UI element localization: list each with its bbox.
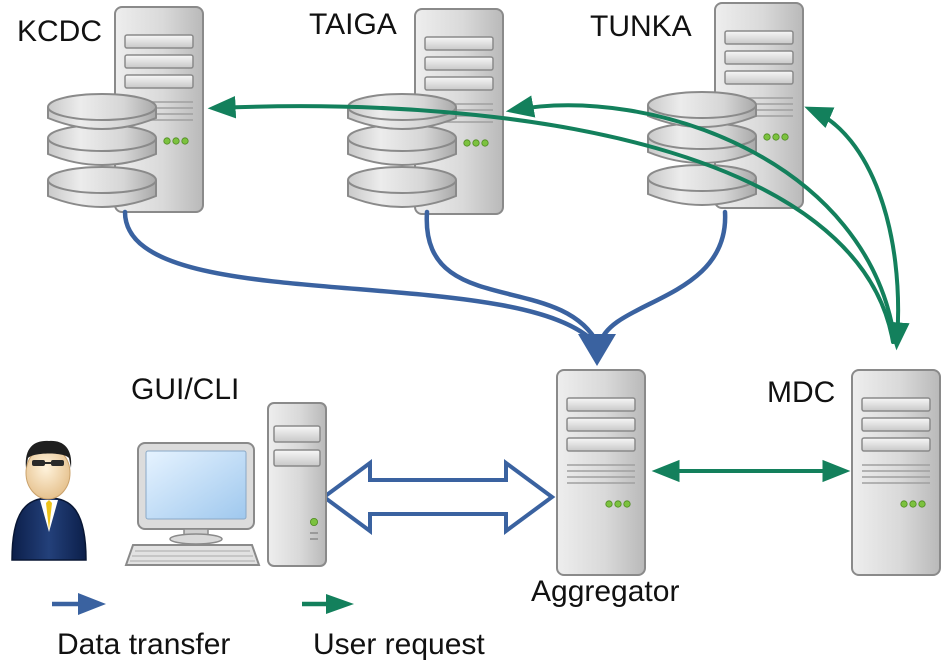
client-tower-icon <box>267 402 327 567</box>
data-transfer-links <box>122 209 728 347</box>
kcdc-label: KCDC <box>17 15 103 48</box>
monitor-icon <box>137 442 255 545</box>
user-icon <box>11 440 87 561</box>
user-request-links <box>207 95 910 351</box>
kcdc-to-aggregator-link <box>122 209 599 347</box>
mdc-server-icon <box>851 369 941 576</box>
gui-cli-label: GUI/CLI <box>131 373 240 406</box>
request-to-tunka-link <box>804 106 910 351</box>
keyboard-icon <box>124 544 261 566</box>
aggregator-server-icon <box>556 369 646 576</box>
legend-data-transfer-label: Data transfer <box>57 628 231 661</box>
bidirectional-arrow-icon <box>320 459 556 535</box>
aggregator-label: Aggregator <box>531 575 680 608</box>
legend-data-transfer-arrow-icon <box>52 593 106 615</box>
kcdc-database-icon <box>47 93 157 208</box>
mdc-label: MDC <box>767 376 836 409</box>
tunka-label: TUNKA <box>590 10 692 43</box>
taiga-label: TAIGA <box>309 8 397 41</box>
legend-user-request-label: User request <box>313 628 485 661</box>
tunka-to-aggregator-link <box>597 209 728 347</box>
aggregator-inbound-arrowhead-icon <box>578 334 616 366</box>
taiga-to-aggregator-link <box>424 209 601 347</box>
legend-user-request-arrow-icon <box>302 594 354 614</box>
